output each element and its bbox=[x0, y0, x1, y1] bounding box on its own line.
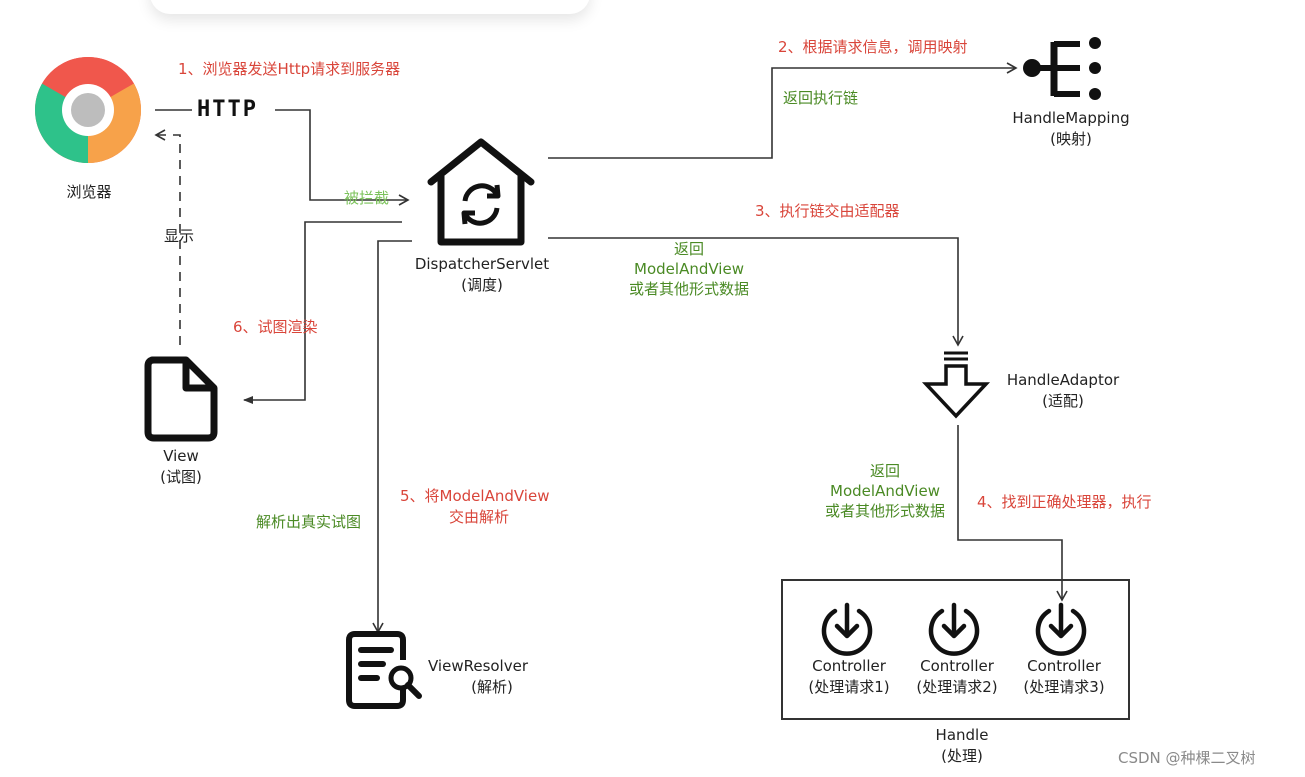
step-4-label: 4、找到正确处理器，执行 bbox=[977, 493, 1152, 511]
step-5-label-cont: 交由解析 bbox=[449, 508, 510, 526]
watermark: CSDN @种棵二叉树 bbox=[1118, 749, 1256, 767]
edge-dispatcher-resolver bbox=[372, 240, 412, 634]
mapping-name: HandleMapping bbox=[1012, 109, 1130, 127]
handle-role: (处理) bbox=[941, 747, 983, 765]
top-shadow bbox=[150, 0, 590, 14]
chrome-icon bbox=[34, 56, 142, 163]
resolver-name: ViewResolver bbox=[427, 657, 529, 675]
intercepted-label: 被拦截 bbox=[344, 189, 390, 207]
handle-container bbox=[781, 579, 1130, 720]
download-circle-icon bbox=[1035, 602, 1087, 656]
resolver-role: (解析) bbox=[471, 678, 513, 696]
adaptor-name: HandleAdaptor bbox=[1006, 371, 1120, 389]
return-mav-2-line1: 返回 bbox=[869, 462, 901, 480]
return-mav-2-line3: 或者其他形式数据 bbox=[824, 502, 946, 520]
edge-dispatcher-mapping bbox=[548, 62, 1018, 159]
controller-1-name: Controller bbox=[812, 657, 886, 675]
download-circle-icon bbox=[821, 602, 873, 656]
step-6-label: 6、试图渲染 bbox=[233, 318, 318, 336]
mapping-icon bbox=[1023, 37, 1101, 100]
step-3-label: 3、执行链交由适配器 bbox=[755, 202, 900, 220]
http-text-icon: HTTP bbox=[197, 97, 258, 122]
return-mav-1-line2: ModelAndView bbox=[634, 260, 744, 278]
return-mav-2-line2: ModelAndView bbox=[830, 482, 940, 500]
edge-view-browser bbox=[154, 129, 181, 345]
view-name: View bbox=[163, 447, 199, 465]
controller-1-role: (处理请求1) bbox=[808, 678, 890, 696]
dispatcher-role: (调度) bbox=[461, 276, 503, 294]
edge-http-dispatcher bbox=[275, 109, 410, 206]
return-mav-1-line3: 或者其他形式数据 bbox=[628, 280, 750, 298]
step-1-label: 1、浏览器发送Http请求到服务器 bbox=[178, 60, 401, 78]
browser-label: 浏览器 bbox=[66, 183, 112, 201]
controller-2-name: Controller bbox=[920, 657, 994, 675]
mapping-role: (映射) bbox=[1050, 130, 1092, 148]
search-doc-icon bbox=[346, 631, 422, 709]
return-mav-1-line1: 返回 bbox=[673, 240, 705, 258]
download-circle-icon bbox=[928, 602, 980, 656]
file-icon bbox=[144, 356, 218, 442]
adaptor-role: (适配) bbox=[1042, 392, 1084, 410]
edge-adaptor-controller bbox=[957, 425, 1068, 602]
edge-dispatcher-adaptor bbox=[548, 237, 964, 347]
dispatcher-name: DispatcherServlet bbox=[414, 255, 550, 273]
resolve-view-label: 解析出真实试图 bbox=[256, 513, 362, 531]
step-5-label: 5、将ModelAndView bbox=[400, 487, 550, 505]
step-2-label: 2、根据请求信息，调用映射 bbox=[778, 38, 968, 56]
edge-dispatcher-view bbox=[243, 221, 402, 404]
return-chain-label: 返回执行链 bbox=[783, 89, 859, 107]
house-sync-icon bbox=[427, 138, 535, 246]
controller-3-name: Controller bbox=[1027, 657, 1101, 675]
handle-name: Handle bbox=[935, 726, 989, 744]
view-role: (试图) bbox=[160, 468, 202, 486]
display-label: 显示 bbox=[164, 227, 195, 245]
controller-3-role: (处理请求3) bbox=[1023, 678, 1105, 696]
controller-2-role: (处理请求2) bbox=[916, 678, 998, 696]
down-arrow-icon bbox=[921, 351, 991, 419]
